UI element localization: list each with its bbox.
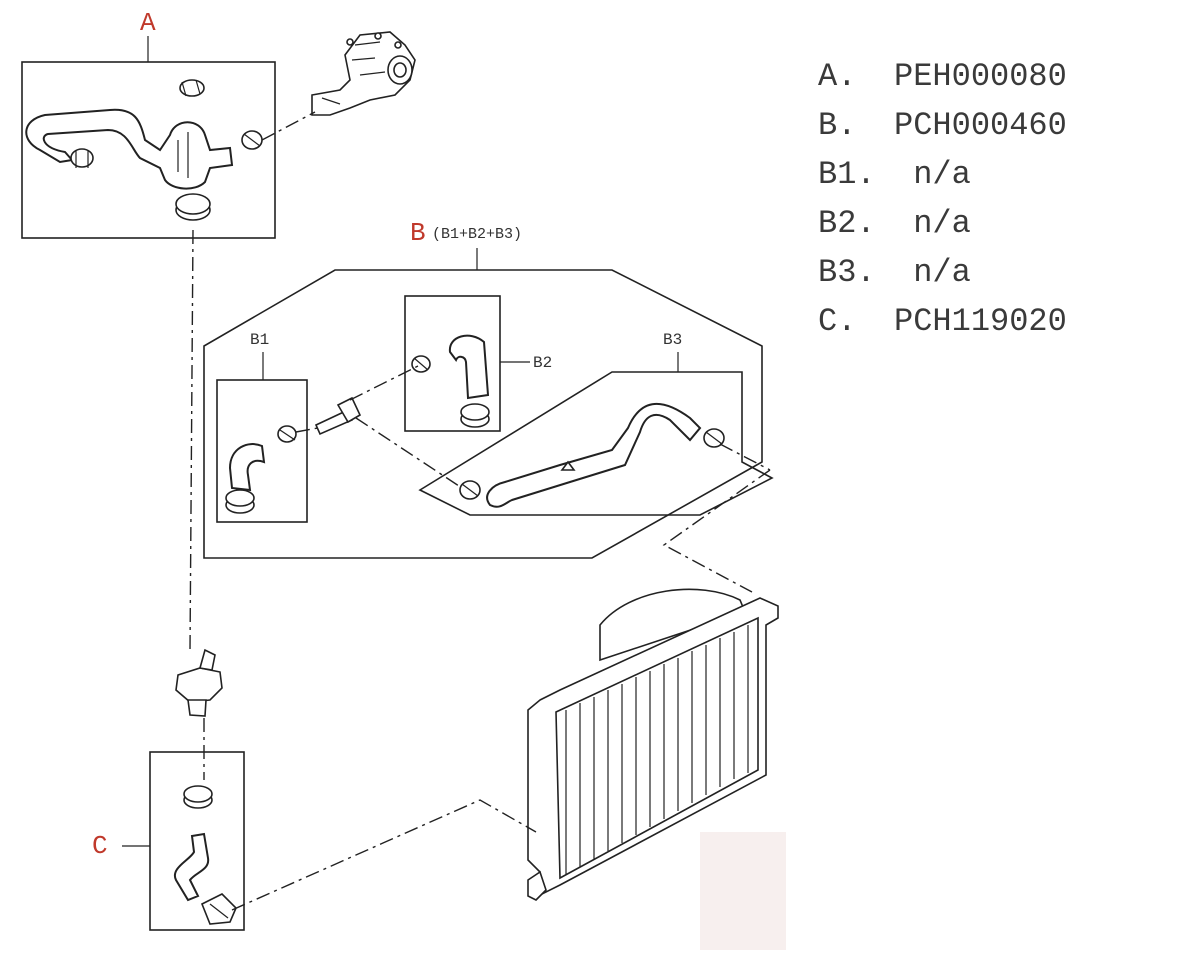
group-b: B (B1+B2+B3) B1 B2 [203,218,774,559]
box-b3 [418,371,774,516]
connection-lines [189,111,771,911]
box-b1 [216,379,308,523]
clamp-b1-bottom [225,489,255,514]
part-row-b: B. PCH000460 [818,101,1067,150]
group-c: C [92,751,245,931]
radiator [527,588,786,950]
part-row-b3: B3. n/a [818,248,1067,297]
part-row-b1: B1. n/a [818,150,1067,199]
part-code: B. [818,107,857,144]
part-row-b2: B2. n/a [818,199,1067,248]
clamp-b1-top [277,425,297,443]
label-b: B [410,218,426,248]
hose-a [25,108,234,190]
clamp-c-bottom [200,893,237,925]
part-code: B2. [818,205,876,242]
label-b2: B2 [533,354,552,372]
part-code: C. [818,303,857,340]
part-code: A. [818,58,857,95]
hose-b3 [486,402,702,508]
box-b [203,269,763,559]
water-pump [311,31,416,116]
radiator-highlight [700,832,786,950]
part-number: PCH000460 [894,107,1067,144]
t-connector [314,396,362,436]
box-a [21,61,276,239]
clamp-a-left [70,148,94,168]
label-c: C [92,831,108,861]
label-a: A [140,8,156,38]
part-number: n/a [894,205,971,242]
label-b-group: (B1+B2+B3) [432,226,522,243]
clamp-b3-right [703,428,725,448]
part-number: PEH000080 [894,58,1067,95]
label-b1: B1 [250,331,269,349]
clamp-b3-left [459,480,481,500]
parts-list: A.PEH000080 B.PCH000460 B1. n/a B2. n/a … [818,52,1067,346]
clamp-c-top [183,785,213,809]
clamp-a-right [241,130,263,150]
hose-c [173,832,210,902]
label-b3: B3 [663,331,682,349]
part-row-c: C. PCH119020 [818,297,1067,346]
thermostat-housing [175,648,223,717]
hose-b1 [228,443,266,492]
clamp-b2-top [411,355,431,373]
clamp-a-bottom [175,193,211,221]
part-code: B1. [818,156,876,193]
hose-b2 [448,334,490,400]
part-number: n/a [894,156,971,193]
part-code: B3. [818,254,876,291]
clamp-a-top [179,79,205,97]
box-b2 [404,295,501,432]
part-number: PCH119020 [894,303,1067,340]
box-c [149,751,245,931]
group-a: A [21,8,276,239]
bleed-nipple [560,460,576,471]
part-row-a: A. PEH000080 [818,52,1067,101]
clamp-b2-bottom [460,403,490,428]
part-number: n/a [894,254,971,291]
